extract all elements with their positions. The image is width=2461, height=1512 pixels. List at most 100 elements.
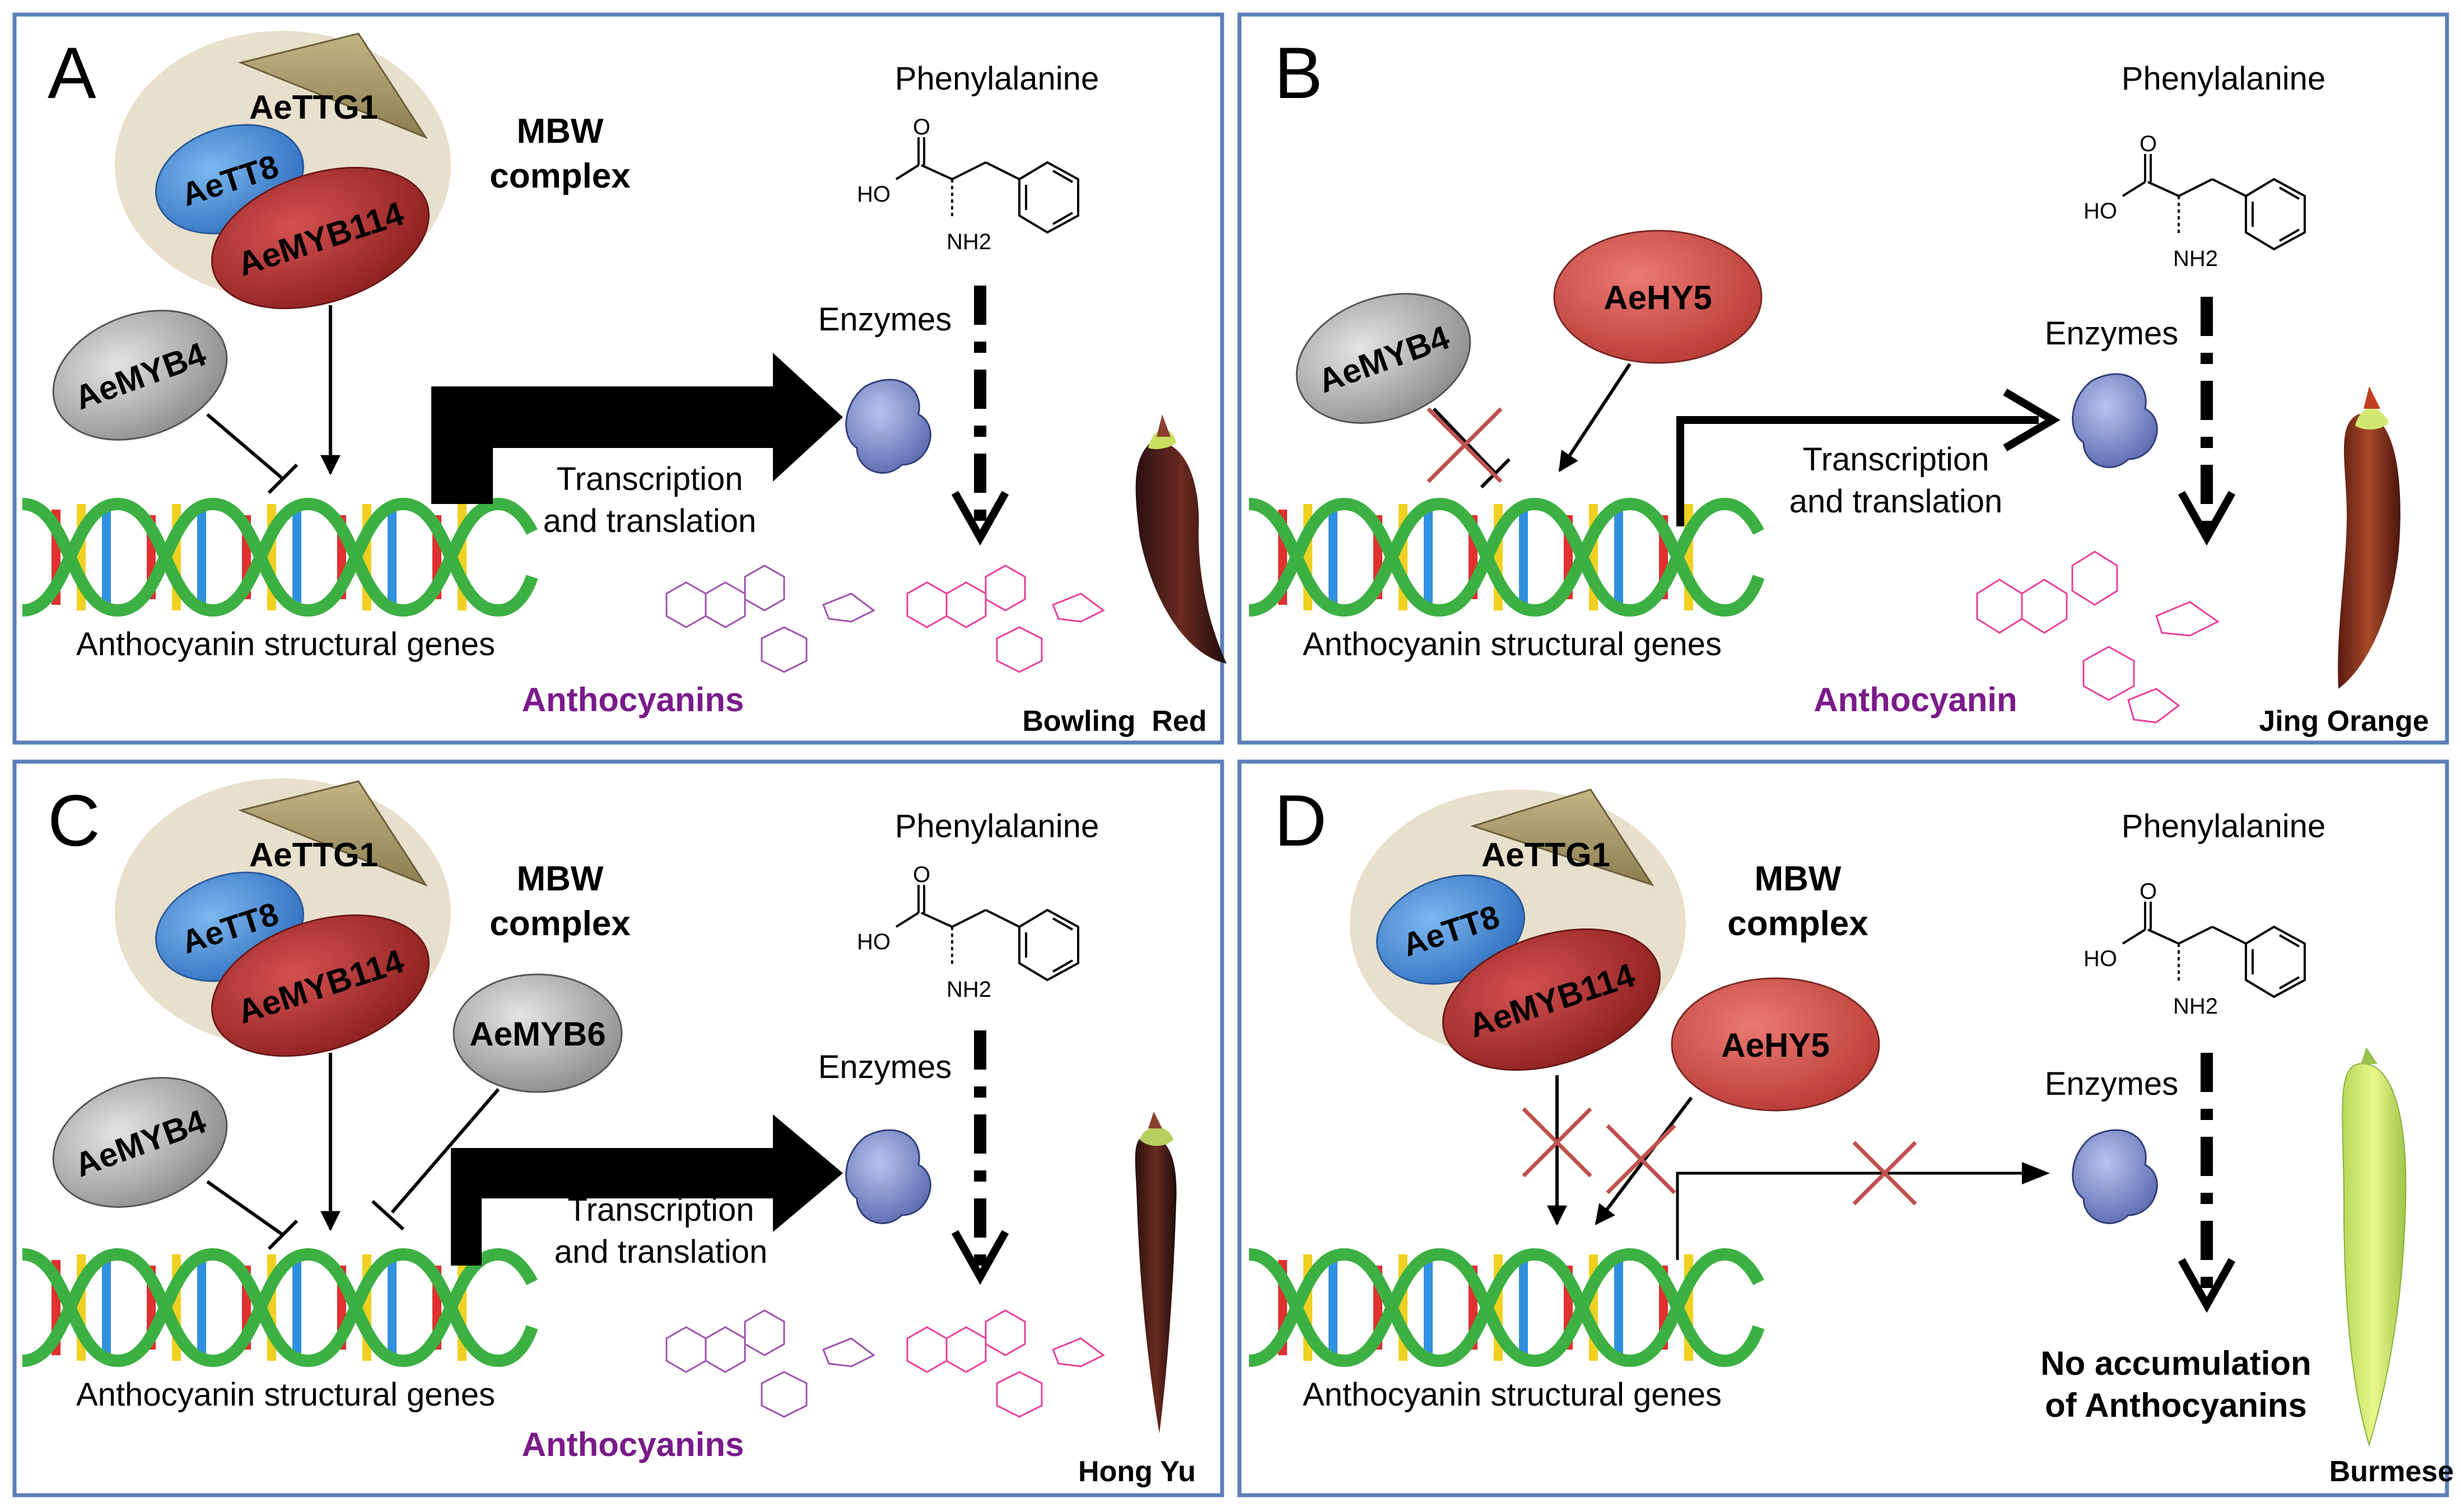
panel-d-letter: D (1274, 780, 1327, 861)
variety-label-b: Jing Orange (2259, 705, 2429, 738)
product-label-d-2: of Anthocyanins (2045, 1387, 2307, 1424)
phenylalanine-structure-c (895, 885, 1079, 982)
aemyb114-protein-shape-d (1442, 928, 1661, 1071)
aettg1-label: AeTTG1 (249, 88, 378, 126)
panel-c-frame (12, 759, 1224, 1497)
chem-nh2-label-c: NH2 (947, 977, 991, 1002)
phenylalanine-label: Phenylalanine (895, 60, 1099, 97)
chem-ho-label-d: HO (2084, 946, 2117, 971)
chem-nh2-label-b: NH2 (2173, 246, 2218, 271)
aemyb6-protein-shape (453, 973, 623, 1093)
chem-o-label: O (913, 115, 930, 139)
enzyme-icon-d (2072, 1129, 2158, 1224)
aettg1-protein-shape-c (238, 780, 428, 887)
panel-a: A AeTTG1 AeTT8 AeMYB114 MBW complex AeMY… (21, 31, 1227, 738)
structural-genes-label: Anthocyanin structural genes (76, 626, 495, 662)
phenylalanine-label-d: Phenylalanine (2122, 808, 2325, 844)
mbw-complex-subtitle: complex (490, 157, 631, 195)
transcription-label-2: and translation (543, 503, 756, 539)
chem-nh2-label-d: NH2 (2173, 994, 2218, 1019)
product-label-d-1: No accumulation (2040, 1345, 2311, 1382)
transcription-label-2-c: and translation (554, 1234, 767, 1270)
okra-pod-red (1135, 414, 1227, 664)
aemyb114-protein-shape (211, 166, 430, 310)
chem-o-label-d: O (2140, 879, 2157, 904)
transcription-thick-arrow-c (451, 1114, 843, 1266)
aettg1-label-d: AeTTG1 (1481, 836, 1610, 874)
aemyb4-repression-line (206, 413, 284, 480)
enzyme-icon-b (2072, 373, 2158, 468)
aemyb4-repression-bar-b (1480, 458, 1511, 489)
panel-c: C AeTTG1 AeTT8 AeMYB114 MBW complex AeMY… (21, 778, 1196, 1488)
transcription-label-1: Transcription (556, 461, 743, 497)
aettg1-protein-shape (238, 32, 428, 139)
aettg1-label-c: AeTTG1 (249, 836, 378, 874)
panel-a-letter: A (48, 32, 96, 114)
transcription-blocked-arrow (1676, 1172, 2039, 1260)
biosynthesis-arrowhead-d (2178, 1258, 2236, 1313)
dna-helix-c (21, 1248, 538, 1368)
phenylalanine-structure (895, 137, 1079, 234)
aemyb6-repression-bar (371, 1200, 405, 1231)
anthocyanin-molecules-c (665, 1309, 1105, 1418)
chem-o-label-c: O (913, 862, 930, 887)
blocked-cross-icon-mbw (1522, 1107, 1592, 1178)
mbw-complex-title-d: MBW (1755, 860, 1842, 898)
transcription-label-1-c: Transcription (567, 1192, 754, 1228)
biosynthesis-arrowhead-c (951, 1230, 1009, 1285)
aemyb4-repression-bar-c (267, 1219, 299, 1250)
product-label-b: Anthocyanin (1814, 681, 2017, 718)
dna-helix-b (1248, 497, 1765, 617)
product-label: Anthocyanins (522, 681, 744, 718)
phenylalanine-label-c: Phenylalanine (895, 808, 1099, 844)
phenylalanine-structure-d (2122, 902, 2306, 998)
biosynthesis-arrowhead (951, 491, 1009, 546)
enzymes-label-b: Enzymes (2045, 315, 2179, 352)
enzymes-label-c: Enzymes (818, 1049, 952, 1085)
transcription-label-1-b: Transcription (1802, 441, 1989, 478)
transcription-blocked-arrowhead (2022, 1162, 2050, 1184)
aemyb4-protein-shape (52, 310, 228, 441)
mbw-complex-title: MBW (517, 112, 604, 151)
enzyme-icon-c (845, 1129, 931, 1224)
dna-strand-2 (21, 497, 538, 617)
structural-genes-label-c: Anthocyanin structural genes (76, 1376, 495, 1413)
aehy5-activation-arrow (1558, 363, 1632, 473)
product-label-c: Anthocyanins (522, 1426, 744, 1463)
structural-genes-label-d: Anthocyanin structural genes (1303, 1376, 1722, 1413)
dna-helix-d (1248, 1248, 1765, 1368)
chem-ho-label-c: HO (857, 930, 891, 954)
transcription-label-2-b: and translation (1789, 483, 2002, 520)
okra-pod-orange (2338, 386, 2401, 689)
enzyme-icon (845, 379, 931, 474)
aemyb4-repression-bar (267, 463, 299, 494)
panel-b-frame (1237, 12, 2449, 745)
transcription-thick-arrow (431, 353, 843, 504)
aemyb4-protein-shape-b (1295, 293, 1471, 424)
panel-d-frame (1237, 759, 2449, 1497)
aemyb6-label: AeMYB6 (469, 1015, 605, 1053)
enzymes-label: Enzymes (818, 301, 952, 338)
transcription-thin-arrow (1676, 416, 2039, 526)
variety-label-d: Burmese (2329, 1455, 2454, 1488)
okra-pod-green (2342, 1047, 2407, 1447)
phenylalanine-structure-b (2122, 154, 2306, 251)
blocked-cross-icon (1427, 407, 1503, 483)
aemyb4-protein-shape-c (52, 1077, 228, 1208)
aemyb4-repression-line-c (206, 1180, 284, 1236)
mbw-complex-title-c: MBW (517, 860, 604, 898)
aemyb6-repression-line (390, 1088, 500, 1214)
anthocyanin-molecule-b (1976, 550, 2220, 724)
blocked-cross-icon-hy5 (1606, 1124, 1676, 1194)
dna-helix (21, 497, 538, 617)
chem-o-label-b: O (2140, 132, 2157, 156)
transcription-arrowhead (2003, 388, 2061, 452)
dna-strand-1 (21, 497, 538, 617)
aehy5-label: AeHY5 (1604, 279, 1712, 316)
aehy5-protein-shape-d (1671, 977, 1880, 1112)
phenylalanine-label-b: Phenylalanine (2122, 60, 2325, 97)
anthocyanin-molecules (665, 564, 1105, 673)
variety-label-c: Hong Yu (1078, 1455, 1196, 1488)
aemyb4-repression-line-b (1432, 407, 1497, 475)
